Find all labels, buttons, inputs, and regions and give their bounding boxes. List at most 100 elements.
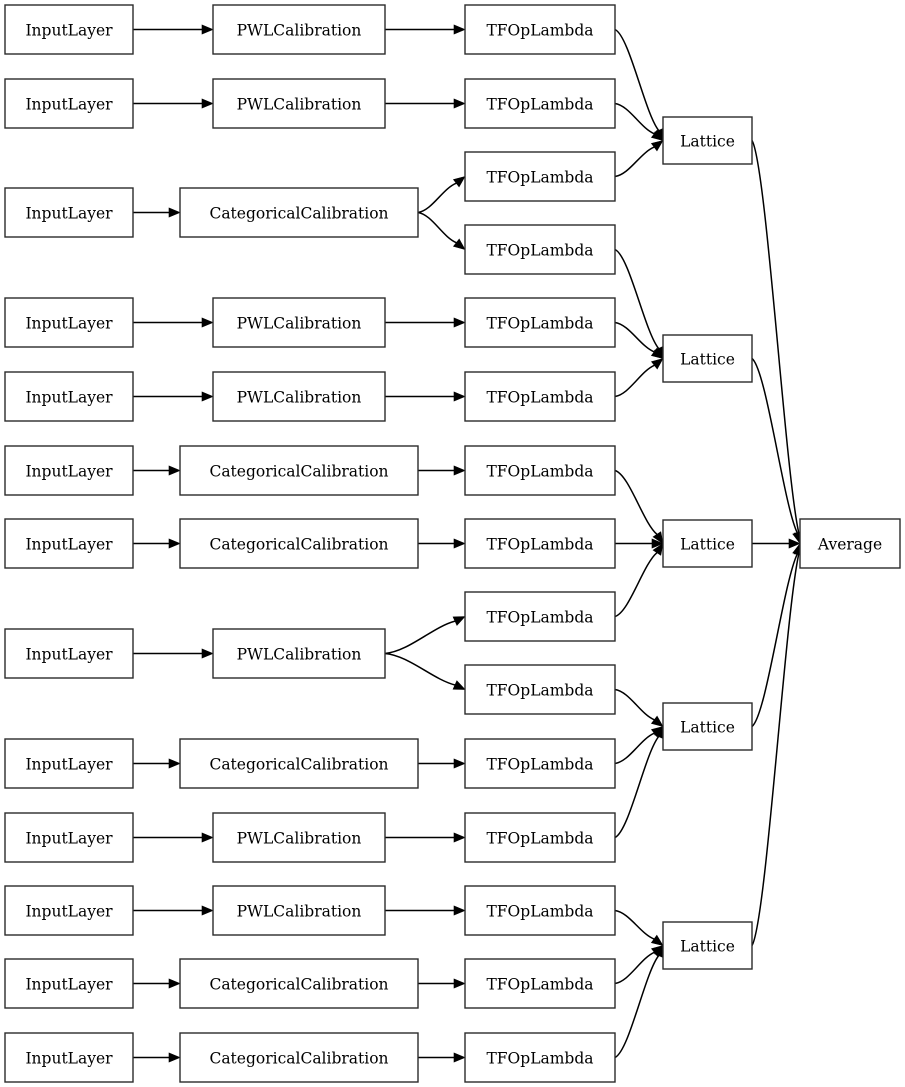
node-box[interactable] [4,812,134,863]
node-input-in13[interactable]: InputLayer [4,1032,134,1083]
node-lattice-lat3[interactable]: Lattice [662,519,753,568]
node-lattice-lat1[interactable]: Lattice [662,116,753,165]
node-box[interactable] [662,921,753,970]
node-input-in11[interactable]: InputLayer [4,885,134,936]
node-input-in7[interactable]: InputLayer [4,518,134,569]
node-box[interactable] [4,297,134,348]
node-box[interactable] [4,885,134,936]
node-box[interactable] [212,78,386,129]
node-label: TFOpLambda [486,756,593,774]
node-box[interactable] [179,445,419,496]
node-lambda-lam8[interactable]: TFOpLambda [464,518,616,569]
node-box[interactable] [464,958,616,1009]
node-box[interactable] [212,297,386,348]
node-pwl-cal10[interactable]: PWLCalibration [212,812,386,863]
node-pwl-cal2[interactable]: PWLCalibration [212,78,386,129]
node-box[interactable] [4,958,134,1009]
node-box[interactable] [464,885,616,936]
node-lambda-lam1[interactable]: TFOpLambda [464,4,616,55]
node-lambda-lam14[interactable]: TFOpLambda [464,958,616,1009]
node-pwl-cal4[interactable]: PWLCalibration [212,297,386,348]
node-box[interactable] [4,371,134,422]
node-input-in6[interactable]: InputLayer [4,445,134,496]
node-lambda-lam15[interactable]: TFOpLambda [464,1032,616,1083]
node-lambda-lam13[interactable]: TFOpLambda [464,885,616,936]
node-lambda-lam3[interactable]: TFOpLambda [464,151,616,202]
node-lambda-lam12[interactable]: TFOpLambda [464,812,616,863]
node-input-in10[interactable]: InputLayer [4,812,134,863]
node-box[interactable] [179,1032,419,1083]
node-box[interactable] [464,151,616,202]
node-input-in8[interactable]: InputLayer [4,628,134,679]
node-box[interactable] [464,664,616,715]
node-input-in12[interactable]: InputLayer [4,958,134,1009]
node-input-in4[interactable]: InputLayer [4,297,134,348]
node-box[interactable] [212,812,386,863]
node-box[interactable] [4,738,134,789]
node-categorical-cal12[interactable]: CategoricalCalibration [179,958,419,1009]
node-lattice-lat4[interactable]: Lattice [662,702,753,751]
node-box[interactable] [464,78,616,129]
node-input-in1[interactable]: InputLayer [4,4,134,55]
node-pwl-cal5[interactable]: PWLCalibration [212,371,386,422]
edge-cal3-to-lam3 [417,176,466,214]
node-box[interactable] [179,738,419,789]
node-lambda-lam7[interactable]: TFOpLambda [464,445,616,496]
node-box[interactable] [212,628,386,679]
node-box[interactable] [662,702,753,751]
node-box[interactable] [179,518,419,569]
node-lambda-lam9[interactable]: TFOpLambda [464,591,616,642]
node-box[interactable] [464,1032,616,1083]
node-input-in9[interactable]: InputLayer [4,738,134,789]
node-box[interactable] [4,628,134,679]
node-box[interactable] [464,371,616,422]
node-categorical-cal13[interactable]: CategoricalCalibration [179,1032,419,1083]
node-box[interactable] [662,519,753,568]
node-box[interactable] [212,4,386,55]
node-lambda-lam11[interactable]: TFOpLambda [464,738,616,789]
node-lambda-lam6[interactable]: TFOpLambda [464,371,616,422]
node-pwl-cal1[interactable]: PWLCalibration [212,4,386,55]
node-box[interactable] [4,187,134,238]
edge-lat1-to-avg [751,140,804,545]
node-box[interactable] [464,4,616,55]
node-box[interactable] [4,4,134,55]
node-box[interactable] [464,445,616,496]
node-lambda-lam5[interactable]: TFOpLambda [464,297,616,348]
node-box[interactable] [179,958,419,1009]
node-box[interactable] [799,518,901,569]
node-box[interactable] [179,187,419,238]
node-box[interactable] [464,518,616,569]
node-box[interactable] [464,812,616,863]
node-input-in3[interactable]: InputLayer [4,187,134,238]
node-box[interactable] [464,738,616,789]
node-box[interactable] [464,591,616,642]
node-average-avg[interactable]: Average [799,518,901,569]
node-box[interactable] [212,371,386,422]
node-pwl-cal11[interactable]: PWLCalibration [212,885,386,936]
node-box[interactable] [4,518,134,569]
node-box[interactable] [4,78,134,129]
node-label: CategoricalCalibration [209,463,388,481]
node-box[interactable] [662,334,753,383]
node-input-in5[interactable]: InputLayer [4,371,134,422]
node-lattice-lat5[interactable]: Lattice [662,921,753,970]
node-box[interactable] [212,885,386,936]
node-box[interactable] [464,224,616,275]
node-categorical-cal9[interactable]: CategoricalCalibration [179,738,419,789]
node-lambda-lam4[interactable]: TFOpLambda [464,224,616,275]
node-lambda-lam10[interactable]: TFOpLambda [464,664,616,715]
node-pwl-cal8[interactable]: PWLCalibration [212,628,386,679]
node-lambda-lam2[interactable]: TFOpLambda [464,78,616,129]
node-categorical-cal7[interactable]: CategoricalCalibration [179,518,419,569]
node-lattice-lat2[interactable]: Lattice [662,334,753,383]
node-box[interactable] [464,297,616,348]
node-categorical-cal3[interactable]: CategoricalCalibration [179,187,419,238]
node-categorical-cal6[interactable]: CategoricalCalibration [179,445,419,496]
node-box[interactable] [4,1032,134,1083]
node-box[interactable] [662,116,753,165]
node-input-in2[interactable]: InputLayer [4,78,134,129]
node-box[interactable] [4,445,134,496]
node-label: InputLayer [25,830,113,848]
node-label: CategoricalCalibration [209,976,388,994]
